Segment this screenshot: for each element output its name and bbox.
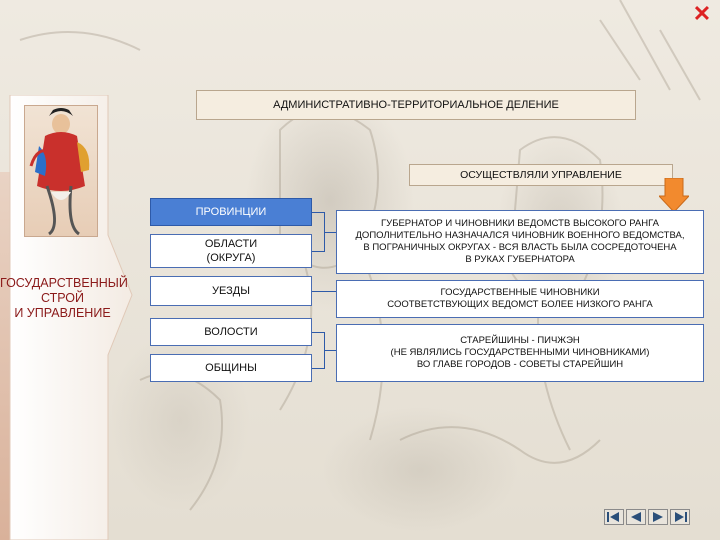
level-label: ОБЩИНЫ [205,362,257,374]
down-arrow-icon [659,178,689,212]
description-line: В ПОГРАНИЧНЫХ ОКРУГАХ - ВСЯ ВЛАСТЬ БЫЛА … [363,242,677,253]
level-counties: УЕЗДЫ [150,276,312,306]
connector-line [312,251,324,252]
description-counties: ГОСУДАРСТВЕННЫЕ ЧИНОВНИКИ СООТВЕТСТВУЮЩИ… [336,280,704,318]
close-icon[interactable]: ✕ [692,1,712,26]
control-header-text: ОСУЩЕСТВЛЯЛИ УПРАВЛЕНИЕ [460,169,622,181]
level-volosts: ВОЛОСТИ [150,318,312,346]
description-line: СООТВЕТСТВУЮЩИХ ВЕДОМСТ БОЛЕЕ НИЗКОГО РА… [387,299,653,310]
portrait-image [24,105,98,237]
level-label: ПРОВИНЦИИ [195,206,267,218]
level-label: УЕЗДЫ [212,285,250,297]
left-decor-strip [0,172,10,540]
description-line: ГОСУДАРСТВЕННЫЕ ЧИНОВНИКИ [440,287,600,298]
left-title-line: ГОСУДАРСТВЕННЫЙ [0,276,128,290]
description-communities: СТАРЕЙШИНЫ - ПИЧЖЭН (НЕ ЯВЛЯЛИСЬ ГОСУДАР… [336,324,704,382]
description-provinces: ГУБЕРНАТОР И ЧИНОВНИКИ ВЕДОМСТВ ВЫСОКОГО… [336,210,704,274]
page-title-text: АДМИНИСТРАТИВНО-ТЕРРИТОРИАЛЬНОЕ ДЕЛЕНИЕ [273,99,559,111]
level-label: ОБЛАСТИ [204,238,258,250]
connector-line [324,232,336,233]
description-line: СТАРЕЙШИНЫ - ПИЧЖЭН [460,335,580,346]
control-header: ОСУЩЕСТВЛЯЛИ УПРАВЛЕНИЕ [409,164,673,186]
next-slide-icon[interactable] [648,509,668,525]
connector-line [324,350,336,351]
connector-line [312,212,324,213]
connector-line [312,368,324,369]
level-regions: ОБЛАСТИ (ОКРУГА) [150,234,312,268]
connector-line [312,332,324,333]
description-line: ДОПОЛНИТЕЛЬНО НАЗНАЧАЛСЯ ЧИНОВНИК ВОЕННО… [355,230,685,241]
page-title: АДМИНИСТРАТИВНО-ТЕРРИТОРИАЛЬНОЕ ДЕЛЕНИЕ [196,90,636,120]
description-line: ВО ГЛАВЕ ГОРОДОВ - СОВЕТЫ СТАРЕЙШИН [416,359,624,370]
description-line: ГУБЕРНАТОР И ЧИНОВНИКИ ВЕДОМСТВ ВЫСОКОГО… [381,218,659,229]
previous-slide-icon[interactable] [626,509,646,525]
level-provinces: ПРОВИНЦИИ [150,198,312,226]
left-section-title: ГОСУДАРСТВЕННЫЙ СТРОЙ И УПРАВЛЕНИЕ [0,276,128,321]
left-title-line: СТРОЙ [40,291,85,305]
level-label: (ОКРУГА) [206,252,256,264]
description-line: В РУКАХ ГУБЕРНАТОРА [465,254,575,265]
first-slide-icon[interactable] [604,509,624,525]
level-label: ВОЛОСТИ [204,326,258,338]
description-line: (НЕ ЯВЛЯЛИСЬ ГОСУДАРСТВЕННЫМИ ЧИНОВНИКАМ… [390,347,650,358]
slide-navigation [604,509,690,525]
level-communities: ОБЩИНЫ [150,354,312,382]
last-slide-icon[interactable] [670,509,690,525]
connector-line [312,291,336,292]
left-title-line: И УПРАВЛЕНИЕ [14,306,111,320]
